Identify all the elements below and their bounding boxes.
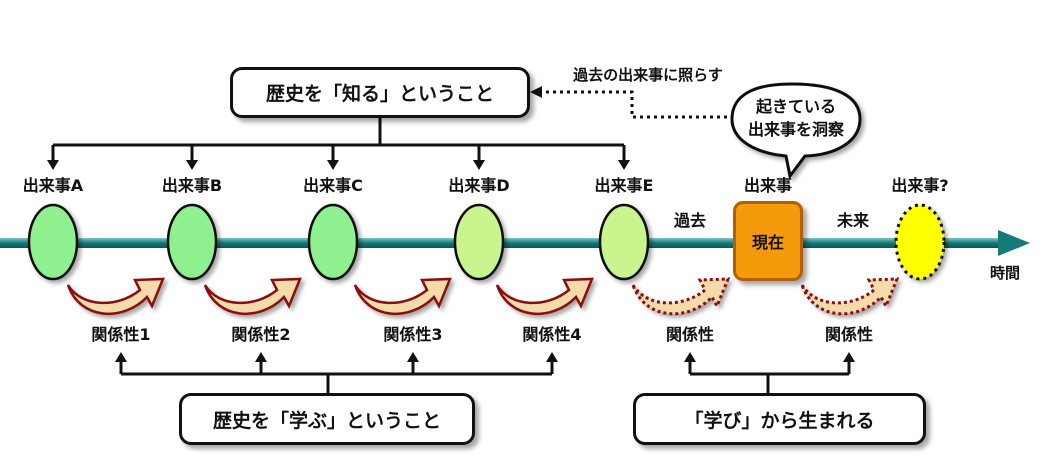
- dotted-connector: [530, 86, 734, 119]
- relation-label-1: 関係性1: [91, 325, 150, 344]
- event-node-unknown: [894, 203, 946, 281]
- event-node-c: [307, 203, 359, 281]
- present-node: 現在: [733, 201, 803, 281]
- event-node-a: [27, 203, 79, 281]
- timeline-arrowhead: [998, 230, 1030, 256]
- event-node-e: [598, 203, 650, 281]
- top-box-text: 歴史を「知る」ということ: [265, 83, 494, 105]
- event-node-b: [166, 203, 218, 281]
- event-label-present: 出来事: [744, 176, 792, 195]
- relation-label-4: 関係性4: [522, 325, 581, 344]
- bottom-right-box: 「学び」から生まれる: [633, 393, 926, 445]
- timeline: [0, 230, 1030, 256]
- relation-arrow-1: [66, 277, 165, 316]
- top-box: 歴史を「知る」ということ: [230, 67, 530, 118]
- relation-arrow-2: [203, 277, 302, 316]
- event-node-d: [453, 203, 505, 281]
- relation-arrow-future: [800, 277, 900, 316]
- relation-arrow-3: [353, 277, 452, 316]
- relation-arrow-past: [631, 277, 731, 316]
- bottom-right-box-text: 「学び」から生まれる: [684, 409, 875, 432]
- relation-label-3: 関係性3: [383, 325, 442, 344]
- axis-label: 時間: [990, 264, 1020, 282]
- event-label-c: 出来事C: [303, 176, 363, 195]
- past-label: 過去: [673, 211, 706, 230]
- event-label-a: 出来事A: [23, 176, 84, 195]
- event-label-b: 出来事B: [162, 176, 222, 195]
- bottom-left-bracket-arrowheads: [115, 352, 558, 362]
- dotted-note: 過去の出来事に照らす: [572, 66, 723, 84]
- event-label-unknown: 出来事?: [891, 176, 948, 195]
- relation-label-2: 関係性2: [231, 325, 290, 344]
- future-label: 未来: [836, 211, 870, 230]
- present-label: 現在: [751, 233, 784, 252]
- bottom-right-bracket-arrowheads: [684, 352, 855, 362]
- top-bracket-arrowheads: [47, 160, 630, 170]
- bottom-right-bracket: [688, 360, 851, 395]
- relation-arrow-4: [495, 277, 594, 316]
- callout-line1: 起きている: [755, 97, 836, 116]
- event-label-e: 出来事E: [595, 176, 654, 195]
- event-label-d: 出来事D: [448, 176, 509, 195]
- bottom-left-bracket: [119, 360, 554, 395]
- relation-label-past: 関係性: [666, 325, 714, 344]
- bottom-left-box: 歴史を「学ぶ」ということ: [179, 393, 475, 445]
- bottom-left-box-text: 歴史を「学ぶ」ということ: [212, 409, 441, 432]
- callout-bubble: 起きている 出来事を洞察: [730, 82, 862, 180]
- top-bracket: [51, 118, 626, 162]
- relation-label-future: 関係性: [825, 325, 873, 344]
- callout-line2: 出来事を洞察: [748, 120, 845, 139]
